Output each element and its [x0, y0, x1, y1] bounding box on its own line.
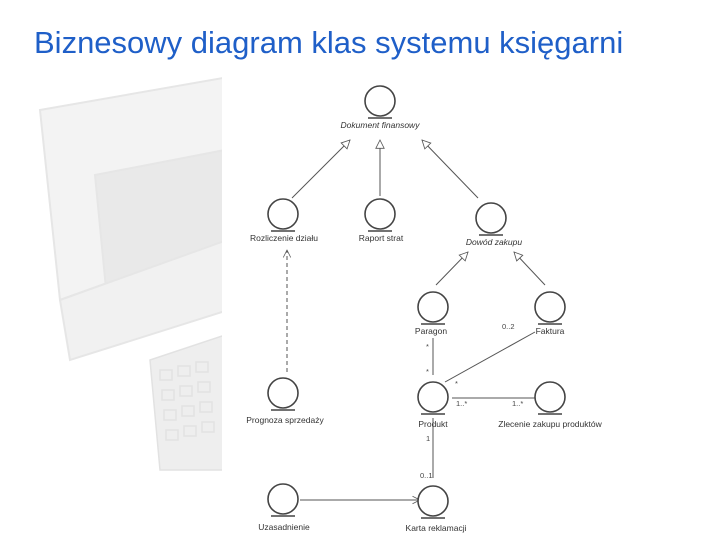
class-label-dokument-finansowy: Dokument finansowy [341, 120, 421, 130]
class-label-prognoza-sprzedazy: Prognoza sprzedaży [246, 415, 324, 425]
class-paragon-icon [417, 291, 449, 325]
slide-title: Biznesowy diagram klas systemu księgarni [34, 25, 624, 60]
mult-paragon-top: * [426, 342, 429, 351]
class-prognoza-sprzedazy-icon [267, 377, 299, 411]
class-rozliczenie-dzialu-icon [267, 198, 299, 232]
association-lines [287, 250, 536, 500]
gen-paragon-dowod [435, 252, 468, 286]
class-zlecenie-zakupu-icon [534, 381, 566, 415]
mult-karta-produkt: 0..1 [420, 471, 433, 480]
keyboard-outline [149, 333, 231, 471]
mult-faktura-end: 0..2 [502, 322, 515, 331]
assoc-faktura-produkt [444, 331, 536, 383]
class-label-faktura: Faktura [536, 326, 565, 336]
mult-faktura-produkt: * [455, 379, 458, 388]
generalization-lines [291, 140, 546, 286]
class-dokument-finansowy-icon [364, 85, 396, 119]
gen-faktura-dowod [514, 252, 546, 286]
class-label-dowod-zakupu: Dowód zakupu [466, 237, 523, 247]
class-label-zlecenie-zakupu: Zlecenie zakupu produktów [498, 419, 602, 429]
gen-dowod-dokument [422, 140, 479, 199]
class-label-produkt: Produkt [418, 419, 448, 429]
gen-rozliczenie-dokument [291, 140, 350, 199]
class-label-rozliczenie-dzialu: Rozliczenie działu [250, 233, 318, 243]
class-raport-strat-icon [364, 198, 396, 232]
class-label-paragon: Paragon [415, 326, 447, 336]
monitor-outline [38, 73, 262, 362]
class-label-uzasadnienie: Uzasadnienie [258, 522, 310, 532]
class-label-raport-strat: Raport strat [359, 233, 404, 243]
mult-produkt-karta: 1 [426, 434, 430, 443]
mult-paragon-produkt: * [426, 367, 429, 376]
mult-produkt-zlecenie: 1..* [456, 399, 467, 408]
class-dowod-zakupu-icon [475, 202, 507, 236]
class-produkt-icon [417, 381, 449, 415]
class-uzasadnienie-icon [267, 483, 299, 517]
class-label-karta-reklamacji: Karta reklamacji [406, 523, 467, 533]
mult-zlecenie-produkt: 1..* [512, 399, 523, 408]
class-karta-reklamacji-icon [417, 485, 449, 519]
class-faktura-icon [534, 291, 566, 325]
